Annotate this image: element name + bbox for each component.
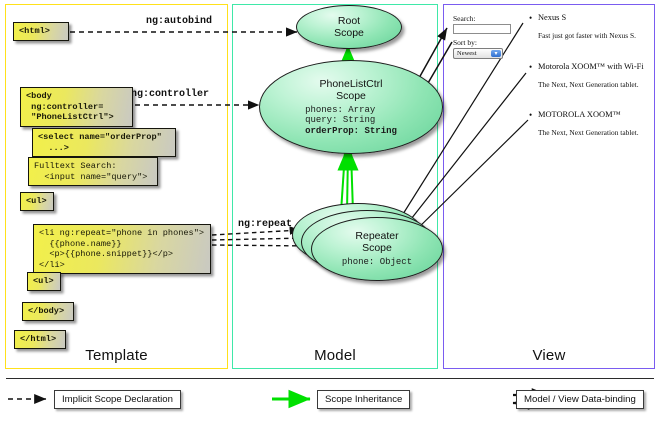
list-item[interactable]: • Motorola XOOM™ with Wi-Fi xyxy=(529,62,644,72)
scope-repeater-title: Repeater Scope xyxy=(355,230,399,255)
sort-by-select[interactable]: Newest ▾ xyxy=(453,48,503,59)
phone-name: Motorola XOOM™ with Wi-Fi xyxy=(538,62,644,71)
search-input[interactable] xyxy=(453,24,511,34)
bullet-icon: • xyxy=(529,12,533,23)
code-ul-close: <ul> xyxy=(27,272,61,291)
panel-model: Model xyxy=(232,4,438,369)
scope-prop-orderprop: orderProp: String xyxy=(305,125,397,136)
scope-root-title: Root Scope xyxy=(334,15,364,39)
phone-snippet: The Next, Next Generation tablet. xyxy=(538,128,639,137)
code-html-close: </html> xyxy=(14,330,66,349)
legend-label-inheritance: Scope Inheritance xyxy=(317,390,411,409)
legend-divider xyxy=(6,378,654,379)
bullet-icon: • xyxy=(529,61,533,72)
phone-name: Nexus S xyxy=(538,13,567,22)
code-select-orderprop: <select name="orderProp" ...> xyxy=(32,128,176,158)
phone-snippet: The Next, Next Generation tablet. xyxy=(538,80,639,89)
edge-label-controller: ng:controller xyxy=(131,89,210,100)
legend: Implicit Scope Declaration Scope Inherit… xyxy=(0,378,660,421)
view-search-label: Search: xyxy=(453,14,476,23)
legend-label-databinding: Model / View Data-binding xyxy=(516,390,644,409)
scope-phonelistctrl-props: phones: Array query: String orderProp: S… xyxy=(305,105,397,137)
code-body-controller: <body ng:controller= "PhoneListCtrl"> xyxy=(20,87,133,127)
code-fulltext-search: Fulltext Search: <input name="query"> xyxy=(28,157,158,187)
scope-phonelistctrl: PhoneListCtrl Scope phones: Array query:… xyxy=(259,60,443,154)
scope-prop-phones: phones: Array xyxy=(305,104,376,115)
code-body-close: </body> xyxy=(22,302,74,321)
scope-prop-phone: phone: Object xyxy=(341,257,413,268)
phone-name: MOTOROLA XOOM™ xyxy=(538,110,621,119)
sort-by-value: Newest xyxy=(457,50,477,57)
scope-prop-query: query: String xyxy=(305,115,376,126)
view-sort-label: Sort by: xyxy=(453,38,477,47)
code-ul-open: <ul> xyxy=(20,192,54,211)
code-li-repeat: <li ng:repeat="phone in phones"> {{phone… xyxy=(33,224,211,275)
phone-snippet: Fast just got faster with Nexus S. xyxy=(538,31,636,40)
scope-phonelistctrl-title: PhoneListCtrl Scope xyxy=(319,77,383,102)
scope-repeater: Repeater Scope phone: Object xyxy=(311,217,443,281)
edge-label-repeat: ng:repeat xyxy=(238,219,293,230)
scope-repeater-props: phone: Object xyxy=(342,257,412,268)
scope-root: Root Scope xyxy=(296,5,402,49)
panel-template-label: Template xyxy=(85,347,148,364)
chevron-down-icon: ▾ xyxy=(491,50,501,57)
panel-model-label: Model xyxy=(314,347,356,364)
edge-label-autobind: ng:autobind xyxy=(146,16,213,27)
legend-label-implicit: Implicit Scope Declaration xyxy=(54,390,181,409)
code-html-open: <html> xyxy=(13,22,69,41)
panel-view-label: View xyxy=(532,347,566,364)
list-item[interactable]: • Nexus S xyxy=(529,13,567,23)
list-item[interactable]: • MOTOROLA XOOM™ xyxy=(529,110,621,120)
bullet-icon: • xyxy=(529,109,533,120)
